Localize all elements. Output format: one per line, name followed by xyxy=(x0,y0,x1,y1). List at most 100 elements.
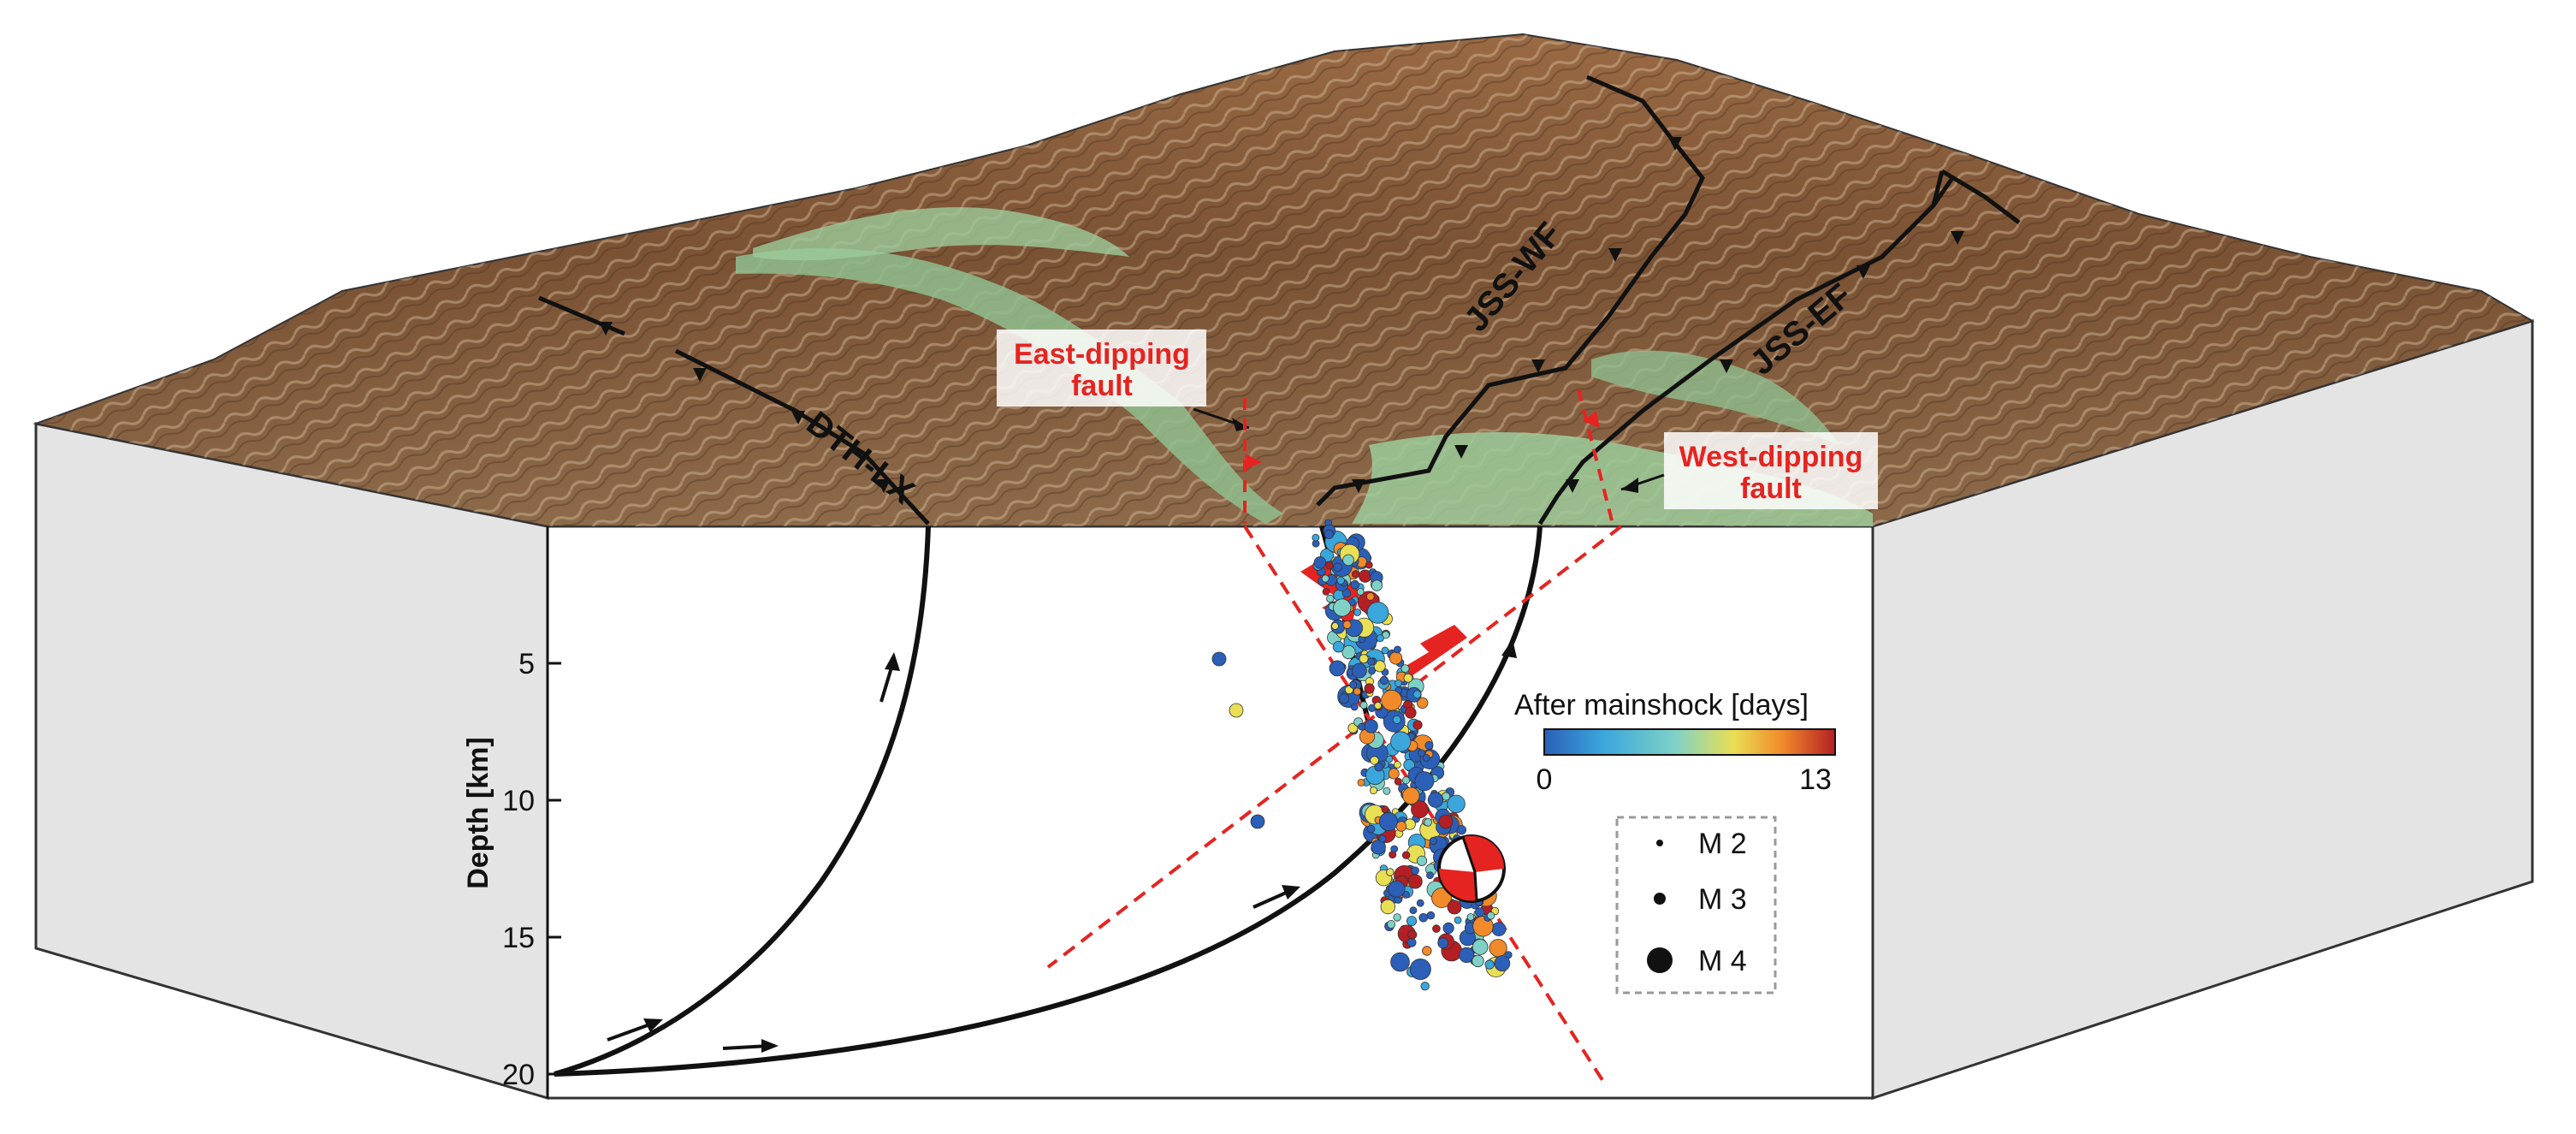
earthquake-dot xyxy=(1351,570,1360,579)
earthquake-dot xyxy=(1422,754,1430,762)
legend-label-m4: M 4 xyxy=(1698,945,1747,977)
callout-west-dipping-line2: fault xyxy=(1740,472,1802,505)
depth-axis-label: Depth [km] xyxy=(462,737,494,889)
earthquake-dot xyxy=(1416,697,1429,709)
seismicity-cloud xyxy=(1211,519,1513,991)
callout-west-dipping: West-dipping fault xyxy=(1620,432,1878,509)
earthquake-dot xyxy=(1420,981,1430,991)
earthquake-dot xyxy=(1350,579,1360,590)
earthquake-dot xyxy=(1472,954,1484,968)
earthquake-dot xyxy=(1390,845,1399,853)
earthquake-dot xyxy=(1403,758,1415,771)
earthquake-dot xyxy=(1416,899,1424,907)
earthquake-dot xyxy=(1229,703,1244,718)
earthquake-dot xyxy=(1418,749,1425,757)
valley-north xyxy=(753,207,1129,261)
legend-label-m3: M 3 xyxy=(1698,883,1747,916)
earthquake-dot xyxy=(1447,899,1462,915)
earthquake-dot xyxy=(1429,836,1437,846)
earthquake-dot xyxy=(1486,911,1495,920)
earthquake-dot xyxy=(1409,959,1431,981)
earthquake-dot xyxy=(1409,906,1418,915)
earthquake-dot xyxy=(1406,937,1417,947)
legend-dot-m2 xyxy=(1656,840,1663,846)
legend-dot-m4 xyxy=(1647,947,1673,973)
earthquake-dot xyxy=(1378,811,1399,832)
earthquake-dot xyxy=(1406,916,1418,927)
fault-trace-jss-ef xyxy=(1537,170,1945,525)
earthquake-dot xyxy=(1349,680,1358,689)
earthquake-dot xyxy=(1312,533,1320,542)
earthquake-dot xyxy=(1447,794,1466,814)
earthquake-dot xyxy=(1424,741,1434,751)
earthquake-dot xyxy=(1373,660,1386,673)
terrain-surface xyxy=(33,33,2535,527)
legend-label-m2: M 2 xyxy=(1698,828,1747,860)
earthquake-dot xyxy=(1383,787,1391,795)
earthquake-dot xyxy=(1402,787,1420,805)
colorbar-max-label: 13 xyxy=(1799,763,1832,796)
focal-mechanism-beachball xyxy=(1437,834,1506,903)
earthquake-dot xyxy=(1381,689,1402,711)
earthquake-dot xyxy=(1412,690,1422,699)
earthquake-dot xyxy=(1401,851,1411,859)
earthquake-dot xyxy=(1333,562,1342,572)
earthquake-dot xyxy=(1341,644,1356,660)
earthquake-dot xyxy=(1329,660,1346,677)
earthquake-dot xyxy=(1359,701,1368,709)
earthquake-dot xyxy=(1407,874,1423,889)
earthquake-dot xyxy=(1342,554,1354,567)
valley-branch xyxy=(1591,350,1839,445)
earthquake-dot xyxy=(1401,776,1411,785)
earthquake-dot xyxy=(1324,529,1335,539)
earthquake-dot xyxy=(1394,645,1401,654)
callout-east-dipping: East-dipping fault xyxy=(997,330,1250,431)
fault-dth-lx-depth xyxy=(554,525,931,1077)
earthquake-dot xyxy=(1427,792,1444,808)
earthquake-dot xyxy=(1389,651,1403,665)
earthquake-dot xyxy=(1395,680,1402,687)
earthquake-dot xyxy=(1387,920,1396,929)
earthquake-dot xyxy=(1380,899,1396,915)
earthquake-dot xyxy=(1313,556,1327,569)
earthquake-dot xyxy=(1359,654,1369,664)
earthquake-dot xyxy=(1484,959,1495,970)
earthquake-dot xyxy=(1432,924,1441,933)
red-slip-arrow-right xyxy=(1403,625,1467,676)
earthquake-dot xyxy=(1332,641,1345,653)
earthquake-dot xyxy=(1365,561,1373,569)
fault-trace-dth-lx xyxy=(538,295,930,525)
colorbar-min-label: 0 xyxy=(1537,763,1553,796)
earthquake-dot xyxy=(1442,922,1454,935)
earthquake-dot xyxy=(1418,913,1428,923)
earthquake-dot xyxy=(1388,768,1400,780)
earthquake-dot xyxy=(1426,911,1436,920)
earthquake-dot xyxy=(1326,594,1335,603)
earthquake-dot xyxy=(1325,561,1334,570)
earthquake-dot xyxy=(1356,588,1365,596)
earthquake-dot xyxy=(1386,868,1395,876)
earthquake-dot xyxy=(1339,693,1350,704)
earthquake-dot xyxy=(1403,673,1413,683)
colorbar-title: After mainshock [days] xyxy=(1514,689,1809,721)
earthquake-dot xyxy=(1489,939,1507,958)
earthquake-dot xyxy=(1466,913,1475,921)
earthquake-dot xyxy=(1491,922,1507,936)
west-dipping-plane xyxy=(1046,525,1623,969)
earthquake-dot xyxy=(1381,646,1389,655)
earthquake-dot xyxy=(1352,662,1367,679)
earthquake-dot xyxy=(1411,800,1429,819)
earthquake-dot xyxy=(1388,880,1406,898)
earthquake-dot xyxy=(1472,939,1489,955)
colorbar: After mainshock [days] 0 13 xyxy=(1514,689,1836,796)
colorbar-gradient xyxy=(1543,728,1836,756)
earthquake-dot xyxy=(1393,913,1401,922)
earthquake-dot xyxy=(1459,947,1475,964)
earthquake-dot xyxy=(1394,761,1401,769)
earthquake-dot xyxy=(1366,824,1376,834)
earthquake-dot xyxy=(1411,866,1419,876)
earthquake-dot xyxy=(1353,687,1362,696)
